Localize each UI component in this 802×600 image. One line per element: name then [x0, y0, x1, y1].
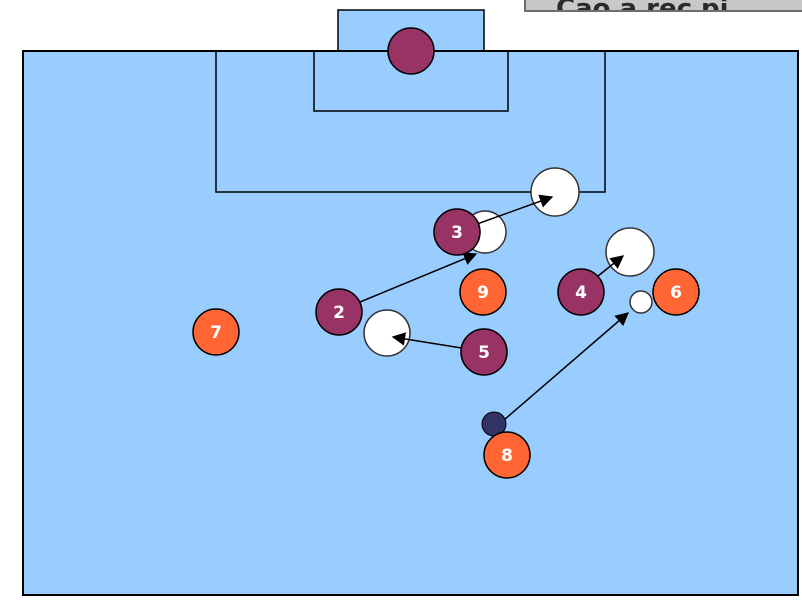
run-arrow: [465, 194, 554, 229]
team-a-keeper: [387, 27, 435, 75]
run-arrow: [359, 252, 478, 303]
run-marker: [605, 227, 655, 277]
team-b-player-9: 9: [459, 268, 507, 316]
team-b-player-8: 8: [483, 431, 531, 479]
ball-target-marker: [629, 290, 653, 314]
player-number: 2: [333, 303, 345, 323]
team-b-player-7: 7: [192, 308, 240, 356]
team-a-player-4: 4: [557, 268, 605, 316]
player-number: 4: [575, 283, 587, 303]
team-a-player-3: 3: [433, 208, 481, 256]
player-number: 7: [210, 323, 222, 343]
team-b-player-6: 6: [652, 268, 700, 316]
player-number: 8: [501, 446, 513, 466]
run-marker: [363, 309, 411, 357]
run-marker: [530, 167, 580, 217]
team-a-player-5: 5: [460, 328, 508, 376]
player-number: 3: [451, 223, 463, 243]
pitch: [22, 50, 799, 596]
player-number: 5: [478, 343, 490, 363]
corner-label: Cao a rec pi: [524, 0, 802, 12]
pass-arrow: [503, 312, 630, 421]
team-a-player-2: 2: [315, 288, 363, 336]
run-arrow: [391, 332, 475, 351]
player-number: 9: [477, 283, 489, 303]
player-number: 6: [670, 283, 682, 303]
